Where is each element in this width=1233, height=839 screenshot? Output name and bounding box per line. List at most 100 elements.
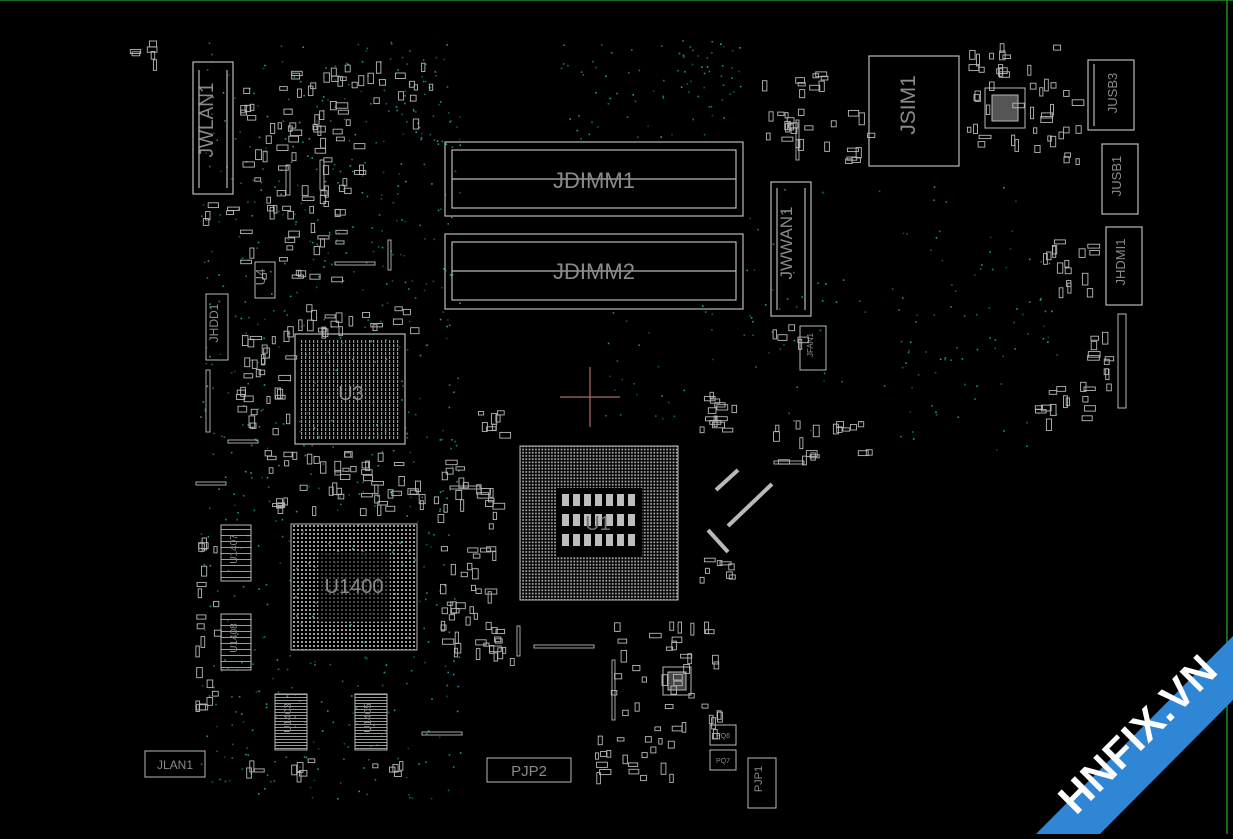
smd-part bbox=[306, 304, 313, 313]
via bbox=[793, 271, 795, 274]
via bbox=[274, 186, 276, 188]
chip-u1407[interactable] bbox=[220, 524, 252, 582]
via bbox=[365, 657, 368, 660]
smd-part bbox=[282, 205, 291, 211]
smd-part bbox=[299, 769, 308, 777]
via bbox=[351, 695, 353, 697]
via bbox=[311, 796, 314, 799]
via bbox=[1026, 421, 1028, 424]
smd-part bbox=[1047, 135, 1052, 142]
via bbox=[400, 163, 403, 165]
smd-part bbox=[289, 129, 303, 137]
connector-jhdmi1[interactable] bbox=[1105, 226, 1143, 306]
smd-part bbox=[1066, 280, 1072, 287]
via bbox=[424, 238, 426, 240]
via bbox=[293, 76, 296, 78]
via bbox=[448, 406, 451, 409]
connector-jwwan1[interactable] bbox=[770, 181, 812, 317]
mosfet-pq6[interactable] bbox=[709, 724, 737, 746]
cpu-pad-block bbox=[584, 494, 591, 506]
mosfet-pq7[interactable] bbox=[709, 749, 737, 771]
smd-part bbox=[1103, 358, 1110, 365]
smd-part bbox=[795, 420, 801, 430]
via bbox=[209, 165, 211, 168]
chip-u1408[interactable] bbox=[220, 613, 252, 671]
via bbox=[262, 168, 264, 170]
connector-jdimm2[interactable] bbox=[444, 233, 744, 310]
via bbox=[944, 358, 946, 361]
via bbox=[657, 365, 660, 368]
via bbox=[266, 447, 269, 450]
connector-jusb1[interactable] bbox=[1101, 143, 1139, 215]
via bbox=[450, 447, 452, 450]
connector-jsim1[interactable] bbox=[868, 55, 960, 167]
via bbox=[413, 109, 415, 112]
via bbox=[329, 663, 332, 666]
smd-part bbox=[775, 424, 780, 432]
via bbox=[1016, 308, 1018, 310]
smd-part bbox=[250, 408, 258, 416]
connector-edge-right[interactable] bbox=[1117, 313, 1127, 409]
via bbox=[446, 695, 448, 698]
chip-u1403[interactable] bbox=[274, 693, 308, 751]
via bbox=[260, 409, 262, 412]
smd-part bbox=[487, 591, 492, 604]
jumper-pjp2[interactable] bbox=[486, 757, 572, 783]
via bbox=[209, 564, 212, 567]
connector-jhdd1[interactable] bbox=[205, 293, 229, 361]
smd-part bbox=[445, 467, 454, 475]
smd-part bbox=[249, 247, 255, 259]
smd-part bbox=[455, 602, 466, 610]
via bbox=[691, 63, 694, 66]
via bbox=[337, 232, 340, 234]
via bbox=[317, 748, 320, 750]
smd-part bbox=[262, 273, 267, 280]
via bbox=[825, 283, 827, 285]
chip-u1405[interactable] bbox=[354, 693, 388, 751]
chip-u4[interactable] bbox=[254, 261, 276, 299]
via bbox=[251, 729, 254, 731]
via bbox=[212, 453, 215, 456]
via bbox=[380, 320, 382, 323]
via bbox=[242, 585, 245, 588]
via bbox=[258, 426, 261, 428]
smd-part bbox=[804, 125, 814, 131]
label-jdimm1: JDIMM1 bbox=[553, 168, 635, 193]
smd-part bbox=[719, 561, 732, 566]
smd-part bbox=[797, 82, 806, 87]
via bbox=[351, 457, 354, 460]
chip-u3[interactable] bbox=[294, 333, 406, 445]
smd-part bbox=[1081, 272, 1089, 286]
jumper-pjp1[interactable] bbox=[747, 757, 777, 809]
smd-part bbox=[773, 431, 780, 442]
smd-part bbox=[344, 187, 352, 195]
via bbox=[633, 383, 635, 385]
via bbox=[328, 231, 331, 234]
smd-part bbox=[385, 505, 396, 512]
connector-jfan1[interactable] bbox=[799, 325, 827, 371]
via bbox=[274, 761, 276, 763]
connector-jlan1[interactable] bbox=[144, 750, 206, 778]
via bbox=[390, 491, 392, 493]
via bbox=[388, 110, 390, 112]
via bbox=[912, 431, 914, 433]
smd-part bbox=[283, 108, 293, 115]
via bbox=[950, 359, 952, 361]
via bbox=[302, 46, 304, 48]
connector-jdimm1[interactable] bbox=[444, 141, 744, 217]
smd-part bbox=[799, 89, 806, 99]
via bbox=[454, 170, 457, 173]
via bbox=[457, 377, 459, 380]
smd-part bbox=[284, 460, 290, 467]
chip-u1400[interactable] bbox=[290, 523, 418, 651]
via bbox=[390, 41, 393, 44]
via bbox=[900, 340, 903, 343]
via bbox=[441, 438, 444, 441]
chip-u1-cpu[interactable] bbox=[519, 445, 679, 601]
connector-jwlan1[interactable] bbox=[192, 61, 234, 195]
via bbox=[270, 780, 272, 783]
via bbox=[560, 67, 563, 70]
connector-jusb3[interactable] bbox=[1087, 59, 1135, 131]
via bbox=[425, 283, 428, 285]
via bbox=[231, 178, 233, 180]
